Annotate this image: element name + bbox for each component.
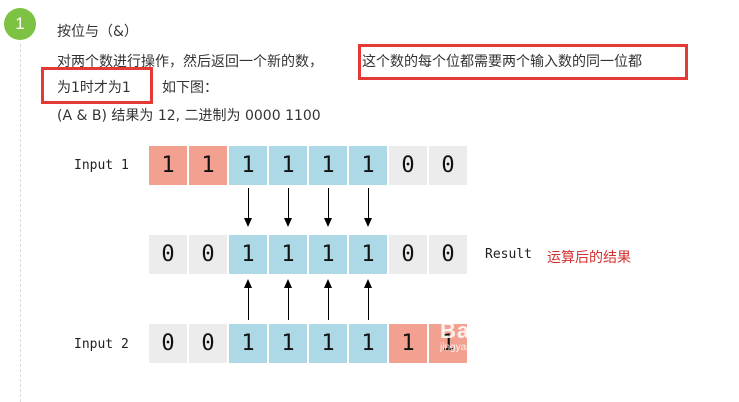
step-number-badge: 1 (4, 8, 36, 40)
description-line-1b: 这个数的每个位都需要两个输入数的同一位都 (362, 54, 642, 70)
description-line-2b: ，如下图： (148, 80, 218, 96)
input1-bit-cell: 0 (429, 146, 468, 185)
input1-bit-cell: 0 (389, 146, 428, 185)
result-bit-cell: 0 (389, 235, 428, 274)
input1-bit-cell: 1 (229, 146, 268, 185)
up-arrow-shaft (288, 288, 289, 320)
down-arrow-head-icon (324, 218, 332, 227)
down-arrow-head-icon (244, 218, 252, 227)
highlight-box-2 (41, 67, 153, 104)
heading-text: 按位与（&） (57, 24, 138, 40)
down-arrow-shaft (368, 188, 369, 218)
input2-label: Input 2 (74, 337, 129, 352)
down-arrow-shaft (288, 188, 289, 218)
highlight-box-1 (358, 44, 688, 80)
input1-bit-cell: 1 (149, 146, 188, 185)
down-arrow-head-icon (284, 218, 292, 227)
result-bit-cell: 1 (229, 235, 268, 274)
up-arrow-shaft (368, 288, 369, 320)
result-bit-cell: 0 (149, 235, 188, 274)
result-label: Result (485, 247, 532, 262)
result-note: 运算后的结果 (547, 250, 631, 266)
down-arrow-shaft (248, 188, 249, 218)
input2-bit-cell: 0 (149, 324, 188, 363)
result-description: (A & B) 结果为 12, 二进制为 0000 1100 (57, 108, 321, 124)
description-line-1a: 对两个数进行操作，然后返回一个新的数， (57, 54, 323, 70)
input2-bit-cell: 1 (229, 324, 268, 363)
down-arrow-shaft (328, 188, 329, 218)
up-arrow-head-icon (284, 279, 292, 288)
result-bit-cell: 1 (309, 235, 348, 274)
input1-label: Input 1 (74, 158, 129, 173)
up-arrow-head-icon (364, 279, 372, 288)
input1-bit-cell: 1 (189, 146, 228, 185)
result-bit-cell: 0 (429, 235, 468, 274)
input2-bit-cell: 1 (429, 324, 468, 363)
step-number: 1 (15, 14, 25, 33)
up-arrow-shaft (248, 288, 249, 320)
input2-bit-cell: 1 (309, 324, 348, 363)
input2-bit-cell: 1 (349, 324, 388, 363)
input2-bit-cell: 0 (189, 324, 228, 363)
result-bit-cell: 0 (189, 235, 228, 274)
input2-bit-cell: 1 (269, 324, 308, 363)
up-arrow-shaft (328, 288, 329, 320)
description-line-2a: 为1时才为1 (57, 80, 131, 96)
step-divider-line (20, 44, 21, 402)
input1-bit-cell: 1 (309, 146, 348, 185)
result-bit-cell: 1 (269, 235, 308, 274)
input1-bit-cell: 1 (269, 146, 308, 185)
up-arrow-head-icon (244, 279, 252, 288)
down-arrow-head-icon (364, 218, 372, 227)
baidu-watermark: Bai (440, 318, 478, 343)
baidu-watermark-url: jingyan.baidu.com (440, 342, 521, 353)
up-arrow-head-icon (324, 279, 332, 288)
input2-bit-cell: 1 (389, 324, 428, 363)
result-bit-cell: 1 (349, 235, 388, 274)
input1-bit-cell: 1 (349, 146, 388, 185)
